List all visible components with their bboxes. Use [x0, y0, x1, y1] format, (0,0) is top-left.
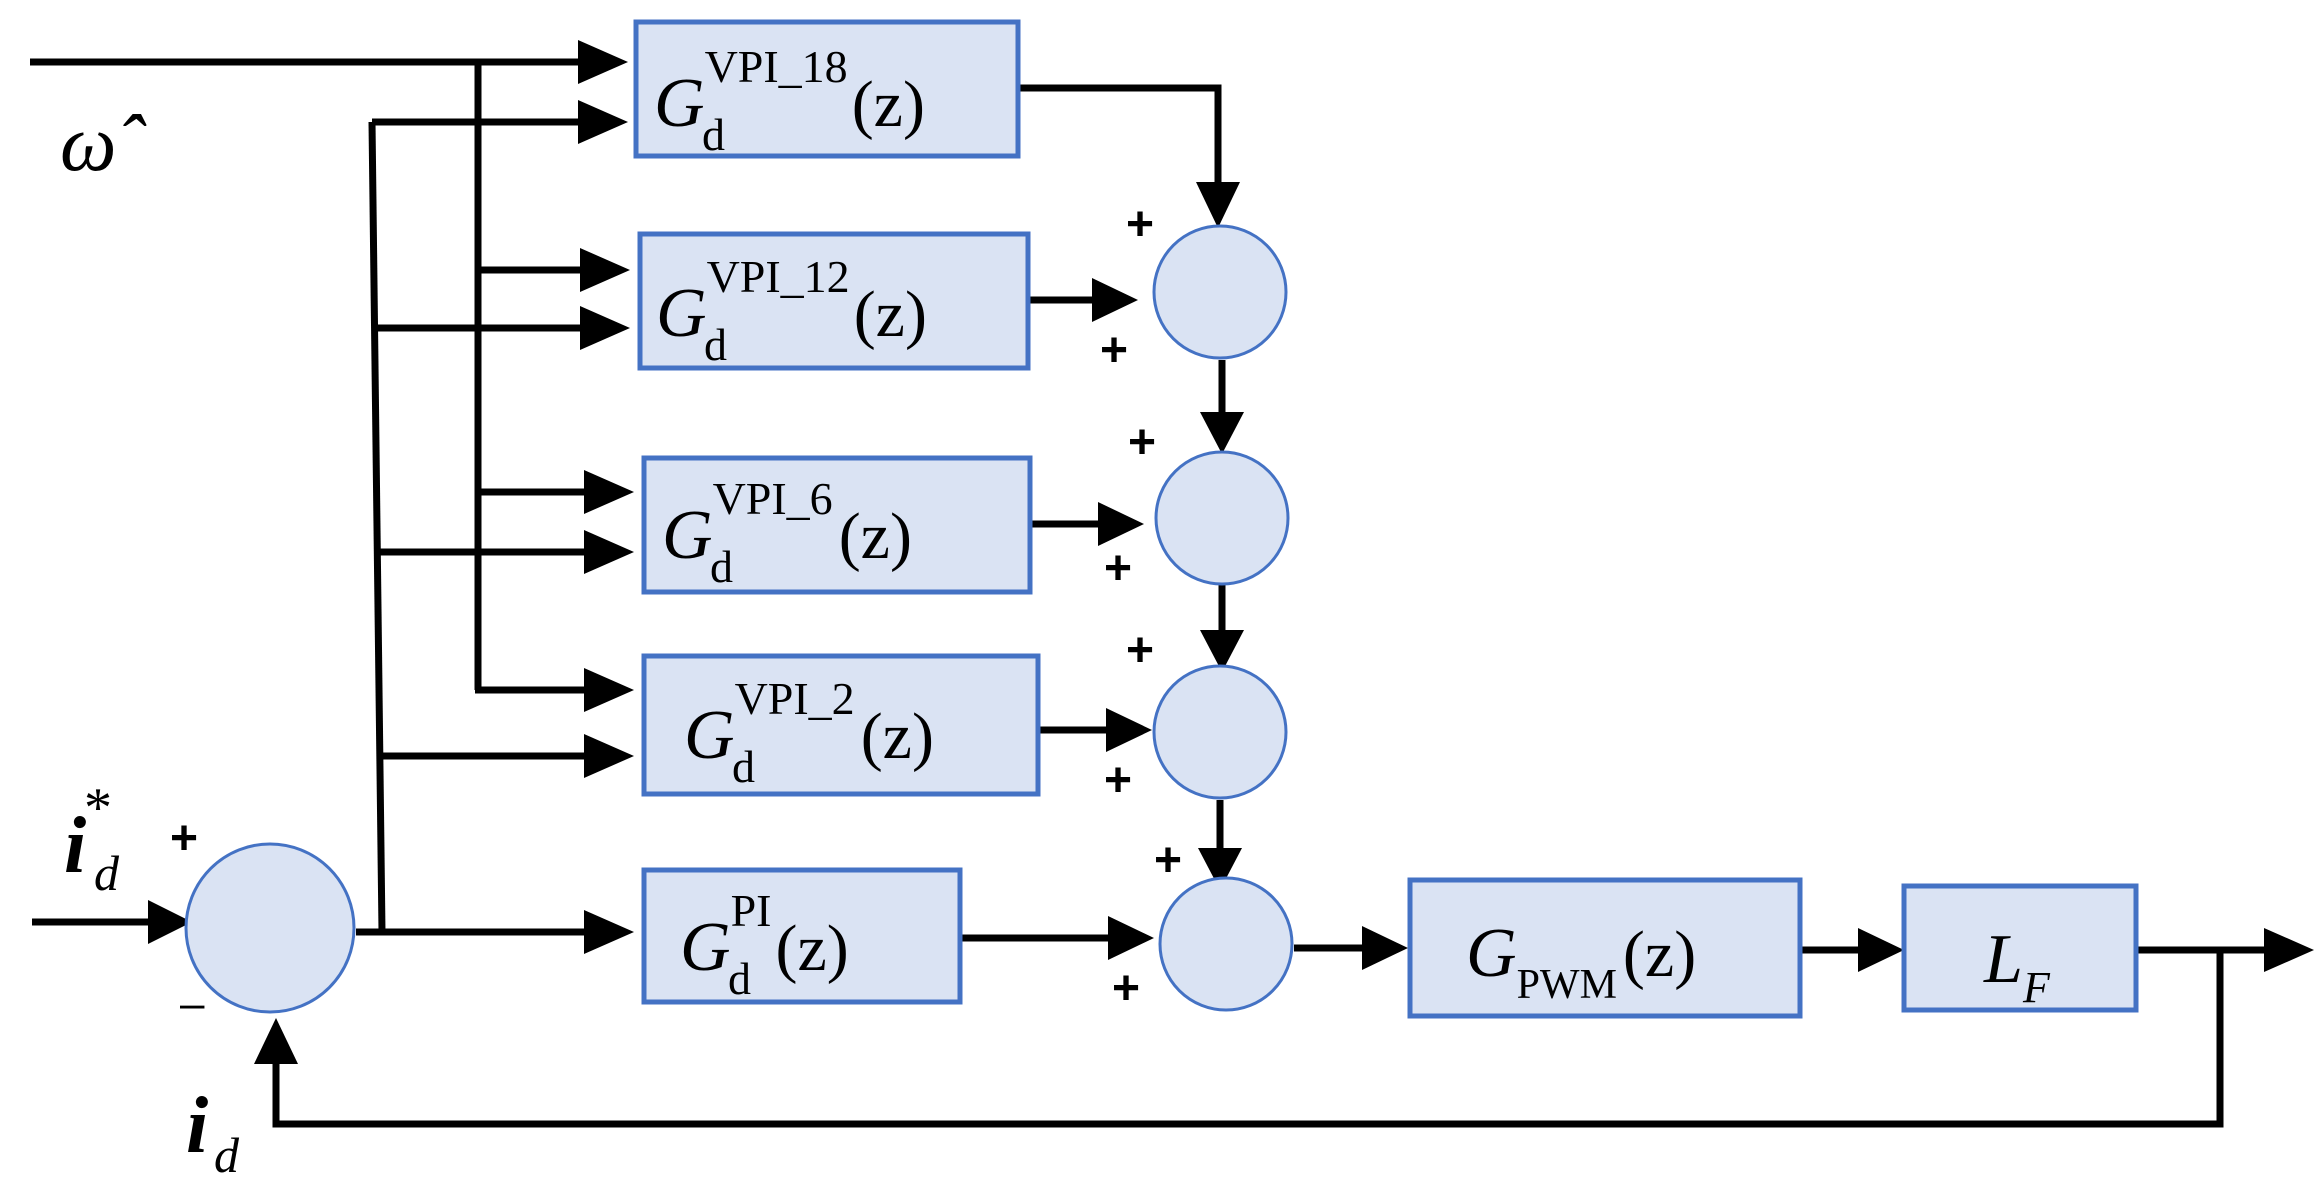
block-pwm-arg: (z) [1623, 918, 1696, 991]
arrow-output [2264, 928, 2314, 972]
block-vpi6: GVPI_6(z) d [641, 455, 1033, 595]
arrow-vpi18-to-sum1 [1196, 182, 1240, 228]
block-vpi6-base: G [662, 497, 713, 574]
block-vpi2-base: G [684, 697, 735, 774]
id-ref-sub: d [94, 845, 120, 901]
arrow-sum1-to-sum2 [1200, 412, 1244, 454]
summing-junction-2 [1154, 450, 1290, 586]
svg-text:LF: LF [1983, 921, 2051, 1012]
block-lf-sub: F [2022, 963, 2051, 1012]
arrow-error-to-vpi18 [578, 100, 628, 144]
block-vpi12-base: G [656, 275, 707, 352]
arrow-feedback [254, 1018, 298, 1064]
block-pwm: GPWM(z) [1407, 877, 1803, 1019]
arrow-omega-to-vpi12 [580, 248, 630, 292]
arrow-vpi6-to-sum2 [1098, 502, 1144, 546]
block-lf-base: L [1983, 921, 2023, 998]
sign-sum1-top-plus: + [1126, 198, 1154, 251]
block-vpi12-sup: VPI_12 [707, 251, 850, 302]
id-fb-sub: d [214, 1127, 240, 1183]
arrow-error-to-pi [584, 910, 634, 954]
summing-junction-3 [1152, 664, 1288, 800]
summing-junction-4 [1158, 876, 1294, 1012]
svg-text:GVPI_12(z): GVPI_12(z) [656, 251, 927, 352]
arrow-vpi12-to-sum1 [1092, 278, 1138, 322]
block-lf: LF [1901, 883, 2139, 1013]
block-pi-arg: (z) [775, 912, 848, 985]
sign-labels: + – + + + + + + + + [170, 198, 1182, 1028]
block-vpi12: GVPI_12(z) d [637, 231, 1031, 371]
arrow-sum3-to-sum4 [1198, 848, 1242, 890]
arrow-id-ref [148, 900, 192, 944]
svg-text:GVPI_6(z): GVPI_6(z) [662, 473, 912, 574]
block-vpi12-arg: (z) [854, 278, 927, 351]
block-vpi6-box [641, 455, 1033, 595]
arrow-sum4-to-pwm [1362, 926, 1408, 970]
arrow-vpi2-to-sum3 [1106, 708, 1152, 752]
block-vpi18-sub: d [702, 109, 725, 160]
arrow-error-to-vpi12 [580, 306, 630, 350]
sign-error-plus: + [170, 812, 198, 865]
block-vpi18-box [633, 19, 1021, 159]
sign-sum2-left-plus: + [1104, 542, 1132, 595]
block-pi-box [641, 867, 963, 1005]
block-vpi2-sup: VPI_2 [735, 673, 855, 724]
sign-error-minus: – [180, 979, 205, 1028]
feedback-wire [272, 950, 2224, 1128]
block-vpi2: GVPI_2(z) d [641, 653, 1041, 797]
sign-sum3-left-plus: + [1104, 754, 1132, 807]
sign-sum4-left-plus: + [1112, 962, 1140, 1015]
block-vpi12-sub: d [704, 319, 727, 370]
block-vpi2-box [641, 653, 1041, 797]
summing-junction-error [184, 842, 356, 1014]
block-vpi18-base: G [654, 65, 705, 142]
sign-sum2-top-plus: + [1128, 416, 1156, 469]
id-ref-label: i d * [64, 777, 120, 901]
wires [30, 40, 2314, 1128]
id-feedback-label: i d [186, 1082, 240, 1183]
block-lf-box [1901, 883, 2139, 1013]
summing-junction-1 [1152, 224, 1288, 360]
block-vpi2-arg: (z) [861, 700, 934, 773]
id-ref-sup: * [84, 777, 112, 839]
block-vpi18-arg: (z) [852, 68, 925, 141]
id-fb-base: i [186, 1082, 208, 1170]
sign-sum3-top-plus: + [1126, 624, 1154, 677]
svg-text:GPI(z): GPI(z) [680, 885, 849, 986]
block-vpi12-box [637, 231, 1031, 371]
block-vpi2-sub: d [732, 741, 755, 792]
error-bus [368, 121, 386, 933]
block-pwm-sub: PWM [1517, 962, 1617, 1008]
omega-hat-label: ω̂ [60, 100, 146, 188]
block-pwm-box [1407, 877, 1803, 1019]
arrow-error-to-vpi6 [584, 530, 634, 574]
sign-sum4-top-plus: + [1154, 834, 1182, 887]
svg-text:GVPI_18(z): GVPI_18(z) [654, 41, 925, 142]
svg-text:GPWM(z): GPWM(z) [1466, 915, 1696, 1008]
block-pi-base: G [680, 909, 731, 986]
block-vpi18: GVPI_18(z) d [633, 19, 1021, 160]
svg-text:GVPI_2(z): GVPI_2(z) [684, 673, 934, 774]
block-vpi6-arg: (z) [839, 500, 912, 573]
arrow-pwm-to-lf [1858, 928, 1904, 972]
block-pwm-base: G [1466, 915, 1517, 992]
block-vpi18-sup: VPI_18 [705, 41, 848, 92]
arrow-sum2-to-sum3 [1200, 630, 1244, 672]
sign-sum1-left-plus: + [1100, 324, 1128, 377]
arrow-omega-to-vpi18 [578, 40, 628, 84]
arrow-error-to-vpi2 [584, 734, 634, 778]
arrow-pi-to-sum4 [1108, 916, 1154, 960]
vpi18-output-wire [1018, 84, 1222, 200]
arrow-omega-to-vpi6 [584, 470, 634, 514]
arrow-omega-to-vpi2 [584, 668, 634, 712]
block-pi-sup: PI [731, 885, 772, 936]
id-ref-base: i [64, 802, 86, 890]
block-vpi6-sup: VPI_6 [713, 473, 833, 524]
block-pi: GPI(z) d [641, 867, 963, 1005]
block-pi-sub: d [728, 953, 751, 1004]
block-vpi6-sub: d [710, 541, 733, 592]
